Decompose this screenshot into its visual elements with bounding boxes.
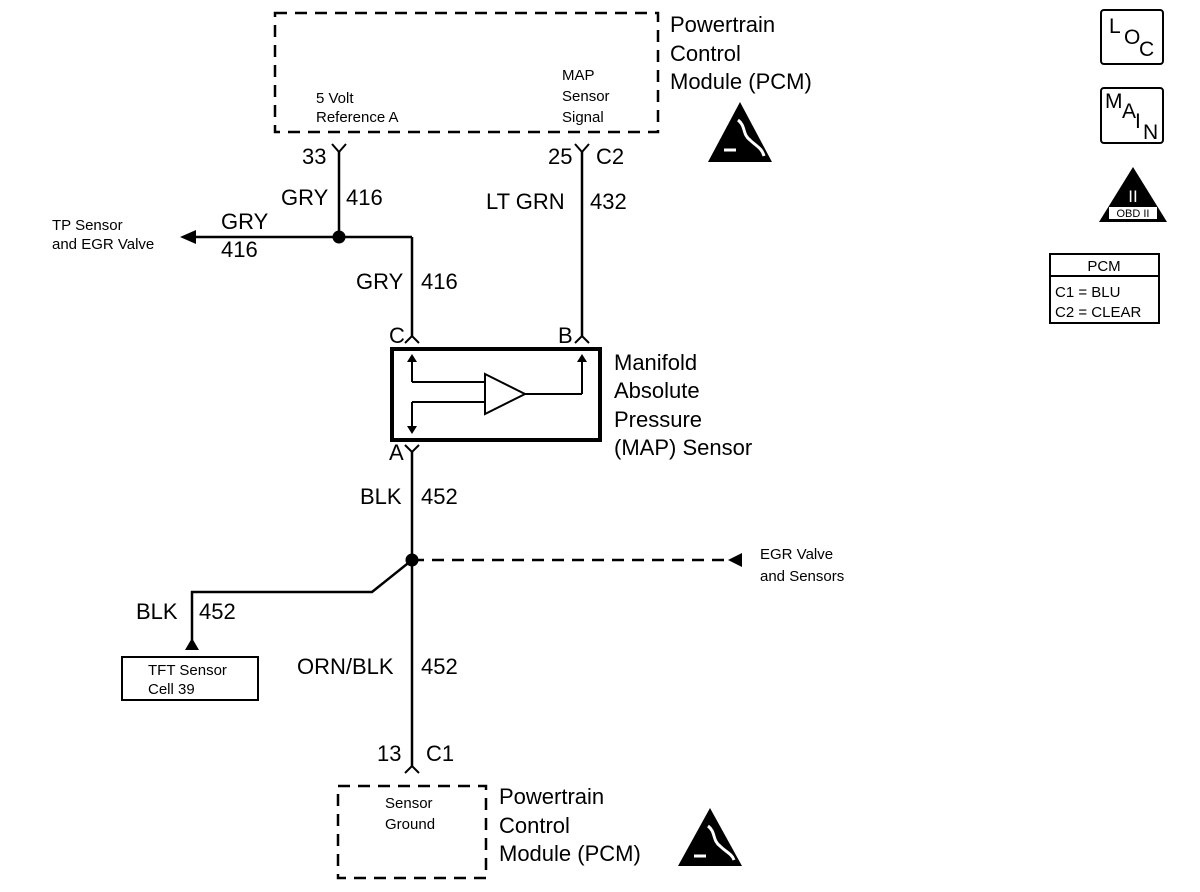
tft-sensor-reference-box: TFT Sensor Cell 39: [121, 656, 259, 701]
loc-letter-c: C: [1139, 38, 1154, 61]
pcm-table-row-c2: C2 = CLEAR: [1055, 304, 1141, 321]
wire-blk-452-main-circuit: 452: [421, 484, 458, 509]
wire-lt-grn-432-color: LT GRN: [486, 189, 565, 214]
obd-ii-icon: II OBD II: [1099, 167, 1167, 222]
pcm-top-connector-c2: C2: [596, 144, 624, 169]
map-sensor-title-line-4: (MAP) Sensor: [614, 435, 752, 460]
pcm-bottom-title-line-3: Module (PCM): [499, 841, 641, 866]
main-symbol: M A I N: [1100, 87, 1164, 144]
map-pin-b-chevron: [574, 334, 590, 344]
map-pin-c-chevron: [404, 334, 420, 344]
arrow-left-tp-sensor-icon: [180, 230, 196, 244]
pcm-top-title-line-3: Module (PCM): [670, 69, 812, 94]
map-sensor-title-line-1: Manifold: [614, 350, 697, 375]
main-letter-a: A: [1122, 100, 1136, 123]
arrow-left-egr-valve-icon: [728, 553, 742, 567]
wire-gry-416-branch-circuit: 416: [221, 237, 258, 262]
pcm-top-pin-33: 33: [302, 144, 326, 169]
pcm-bottom-label-1: Sensor: [385, 795, 433, 812]
esd-warning-icon: [678, 808, 742, 866]
wires: [190, 152, 735, 766]
wire-gry-416-lower-circuit: 416: [421, 269, 458, 294]
pcm-bottom-title-line-1: Powertrain: [499, 784, 604, 809]
pcm-table-header: PCM: [1087, 258, 1120, 275]
main-letter-i: I: [1135, 110, 1141, 133]
wire-blk-452-branch-color: BLK: [136, 599, 178, 624]
tft-sensor-line-1: TFT Sensor: [148, 662, 227, 679]
esd-warning-icon: [708, 102, 772, 162]
wire-orn-blk-452-circuit: 452: [421, 654, 458, 679]
dest-egr-valve-line-1: EGR Valve: [760, 546, 833, 563]
loc-letter-o: O: [1124, 26, 1140, 49]
pcm-table-row-c1: C1 = BLU: [1055, 284, 1120, 301]
wire-blk-452-branch-circuit: 452: [199, 599, 236, 624]
pcm-bottom-pin-13: 13: [377, 741, 401, 766]
wire-gry-416-top-circuit: 416: [346, 185, 383, 210]
main-letter-m: M: [1105, 90, 1123, 113]
pcm-top-module: Powertrain Control Module (PCM) 5 Volt R…: [273, 11, 812, 162]
arrow-up-tft-sensor-icon: [185, 638, 199, 650]
dest-tp-sensor-line-1: TP Sensor: [52, 217, 123, 234]
dest-egr-valve-line-2: and Sensors: [760, 568, 844, 585]
wire-orn-blk-452-color: ORN/BLK: [297, 654, 394, 679]
pcm-bottom-title-line-2: Control: [499, 813, 570, 838]
splice-blk-452: [405, 553, 419, 567]
dest-tp-sensor-line-2: and EGR Valve: [52, 236, 154, 253]
pcm-top-pin-25: 25: [548, 144, 572, 169]
pcm-top-map-signal-label-3: Signal: [562, 109, 604, 126]
map-sensor-amplifier-icon: [407, 354, 587, 434]
splice-gry-416: [332, 230, 346, 244]
map-sensor-title-line-2: Absolute: [614, 378, 700, 403]
pcm-top-map-signal-label-1: MAP: [562, 67, 595, 84]
wire-gry-416-branch-color: GRY: [221, 209, 269, 234]
wire-gry-416-lower-color: GRY: [356, 269, 404, 294]
wire-lt-grn-432-circuit: 432: [590, 189, 627, 214]
map-pin-a-chevron: [404, 444, 420, 454]
pcm-top-title-line-1: Powertrain: [670, 12, 775, 37]
map-pin-a-label: A: [389, 440, 404, 465]
map-pin-c-label: C: [389, 323, 405, 348]
connector-chevron-13: [404, 764, 420, 774]
wire-blk-452-main-color: BLK: [360, 484, 402, 509]
loc-symbol: L O C: [1100, 9, 1164, 65]
map-sensor: C B A Manifold Absolute Pressure (MAP) S…: [389, 323, 752, 465]
main-letter-n: N: [1143, 121, 1158, 144]
obd-text: OBD II: [1116, 208, 1149, 220]
pcm-bottom-connector-c1: C1: [426, 741, 454, 766]
map-pin-b-label: B: [558, 323, 573, 348]
connector-chevron-25: [574, 143, 590, 154]
pcm-top-dashed-box: [273, 11, 660, 134]
map-sensor-title-line-3: Pressure: [614, 407, 702, 432]
pcm-bottom-label-2: Ground: [385, 816, 435, 833]
loc-letter-l: L: [1109, 15, 1121, 38]
pcm-top-5v-ref-label-2: Reference A: [316, 109, 399, 126]
pcm-bottom-module: Sensor Ground Powertrain Control Module …: [336, 784, 742, 880]
pcm-top-5v-ref-label-1: 5 Volt: [316, 90, 354, 107]
pcm-top-map-signal-label-2: Sensor: [562, 88, 610, 105]
connector-chevron-33: [331, 143, 347, 154]
wire-gry-416-top-color: GRY: [281, 185, 329, 210]
pcm-top-title-line-2: Control: [670, 41, 741, 66]
pcm-connector-table: PCM C1 = BLU C2 = CLEAR: [1049, 253, 1160, 324]
obd-roman-numeral: II: [1128, 187, 1137, 206]
tft-sensor-line-2: Cell 39: [148, 681, 195, 698]
